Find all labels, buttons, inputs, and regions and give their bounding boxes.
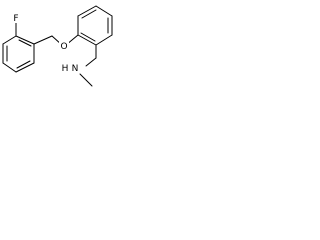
bond-ch2-n (85, 57, 97, 67)
bond (15, 62, 35, 73)
atom-oxygen: O (59, 40, 69, 52)
hydrogen-label: H (62, 64, 69, 74)
bond (2, 35, 17, 45)
bond-ring-ch2 (33, 35, 53, 45)
bond (77, 5, 97, 17)
fluorophenyl-ring (2, 35, 35, 73)
bond (95, 5, 113, 17)
double-bond-inner (16, 60, 31, 69)
bond-n-methyl (79, 73, 93, 87)
atom-nitrogen: N (70, 62, 80, 74)
fluorine-label: F (13, 14, 18, 24)
nitrogen-label: N (72, 64, 79, 74)
bond (95, 34, 113, 46)
oxygen-label: O (60, 42, 67, 52)
bond (2, 62, 17, 73)
bond (77, 34, 97, 46)
phenoxy-ring (77, 5, 113, 46)
atom-fluorine: F (11, 12, 21, 24)
chemical-structure: F O N H (2, 5, 113, 87)
double-bond-inner (81, 9, 97, 19)
atom-hydrogen: H (61, 62, 69, 74)
double-bond-inner (80, 32, 96, 42)
double-bond-inner (18, 39, 32, 47)
bond (15, 35, 35, 45)
